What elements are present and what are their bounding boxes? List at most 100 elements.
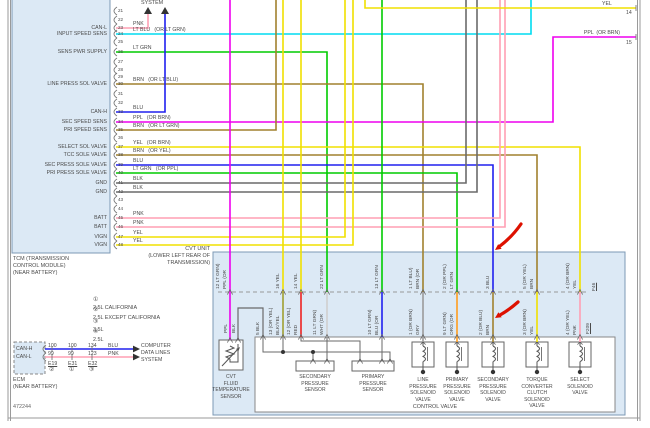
wire-vign-1 xyxy=(116,0,346,238)
pin-chevron xyxy=(577,288,583,295)
red-arrow-upper-head xyxy=(495,244,502,250)
pressure-sensor-1-box xyxy=(351,360,395,372)
tcm-pin-curl xyxy=(113,98,118,108)
wire-input-speed-sens xyxy=(116,0,532,35)
tcm-pin-curl xyxy=(113,222,118,232)
tcm-pin-curl xyxy=(113,6,118,16)
tcm-pin-curl xyxy=(113,213,118,223)
tcm-pin-curl xyxy=(113,187,118,197)
tcm-pin-curl xyxy=(113,107,118,117)
cv-sig-12 xyxy=(300,337,361,361)
wire-tcc-sol xyxy=(116,154,538,292)
wire-pri-speed-sens xyxy=(116,0,277,131)
tcm-pin-curl xyxy=(113,240,118,250)
pin-chevron xyxy=(357,357,363,364)
solenoid-2-gnd-dot xyxy=(490,369,496,375)
tcm-pin-curl xyxy=(113,125,118,135)
arrowhead-icon xyxy=(133,353,140,361)
arrowhead-icon xyxy=(144,7,152,14)
pin-chevron xyxy=(420,333,426,340)
pin-chevron xyxy=(490,288,496,295)
wire-sec-press-sol xyxy=(116,164,494,292)
pin-chevron xyxy=(534,333,540,340)
tcm-pin-curl xyxy=(113,47,118,57)
wire-batt-2 xyxy=(116,0,506,228)
tcm-pin-curl xyxy=(113,29,118,39)
ecm-pin-curl xyxy=(42,344,47,354)
red-arrow-lower-head xyxy=(495,312,502,318)
pin-chevron xyxy=(379,288,385,295)
pin-chevron xyxy=(577,333,583,340)
cvt-fluid-temp-sensor-arrow-head xyxy=(236,347,240,351)
solenoid-2-coil xyxy=(491,345,496,363)
solenoid-3-gnd-dot xyxy=(534,369,540,375)
pin-chevron xyxy=(324,288,330,295)
pin-chevron xyxy=(310,357,316,364)
pin-chevron xyxy=(227,336,233,343)
wire-batt-1 xyxy=(116,0,501,219)
pressure-sensor-0-box xyxy=(295,360,335,372)
tcm-pin-curl xyxy=(113,57,118,67)
tcm-box xyxy=(11,0,111,254)
wire-gnd-2 xyxy=(116,0,478,193)
junction-dot xyxy=(281,350,285,354)
pin-chevron xyxy=(298,333,304,340)
wire-can-h xyxy=(116,13,166,113)
junction-dot xyxy=(311,350,315,354)
pin-chevron xyxy=(454,333,460,340)
red-arrow-upper xyxy=(498,222,523,248)
pin-chevron xyxy=(235,336,241,343)
tcm-pin-curl xyxy=(113,37,118,47)
tcm-pin-curl xyxy=(113,204,118,214)
wire-vign-2 xyxy=(116,0,354,246)
tcm-pin-curl xyxy=(113,150,118,160)
pin-chevron xyxy=(260,333,266,340)
solenoid-1-gnd-dot xyxy=(454,369,460,375)
pin-chevron xyxy=(280,288,286,295)
ecm-pin-curl xyxy=(42,352,47,362)
red-arrow-lower xyxy=(498,300,520,317)
cvt-fluid-temp-sensor-arrow xyxy=(221,347,240,367)
cvt-fluid-temp-sensor-internal xyxy=(229,344,239,363)
solenoid-4-gnd-dot xyxy=(577,369,583,375)
arrowhead-icon xyxy=(161,7,169,14)
solenoid-3-coil xyxy=(535,345,540,363)
tcm-pin-curl xyxy=(113,23,118,33)
solenoid-4-coil xyxy=(578,345,583,363)
pin-chevron xyxy=(324,333,330,340)
pin-chevron xyxy=(227,288,233,295)
solenoid-0-gnd-dot xyxy=(420,369,426,375)
solenoid-1-coil xyxy=(455,345,460,363)
pin-chevron xyxy=(534,288,540,295)
pin-chevron xyxy=(298,288,304,295)
wire-sens-pwr-supply xyxy=(116,51,328,292)
tcm-pin-curl xyxy=(113,232,118,242)
tcm-pin-curl xyxy=(113,168,118,178)
wire-select-sol xyxy=(116,146,581,292)
wire-sec-speed-sens xyxy=(116,36,636,123)
wire-blk-temp xyxy=(237,307,264,340)
tcm-pin-curl xyxy=(113,160,118,170)
pin-chevron xyxy=(387,357,393,364)
tcm-pin-curl xyxy=(113,142,118,152)
control-valve-box xyxy=(254,336,616,413)
pin-chevron xyxy=(379,357,385,364)
tcm-pin-curl xyxy=(113,89,118,99)
tcm-pin-curl xyxy=(113,178,118,188)
arrowhead-icon xyxy=(133,345,140,353)
tcm-pin-curl xyxy=(113,15,118,25)
cvt-fluid-temp-sensor-thermistor xyxy=(224,345,236,360)
pin-chevron xyxy=(454,288,460,295)
wire-line-press-sol xyxy=(116,83,424,292)
tcm-pin-curl xyxy=(113,195,118,205)
tcm-pin-curl xyxy=(113,79,118,89)
wire-can-l xyxy=(116,13,149,29)
wire-top-yel-edge xyxy=(364,0,636,9)
pin-chevron xyxy=(280,333,286,340)
pin-chevron xyxy=(379,333,385,340)
pin-chevron xyxy=(490,333,496,340)
tcm-pin-curl xyxy=(113,117,118,127)
